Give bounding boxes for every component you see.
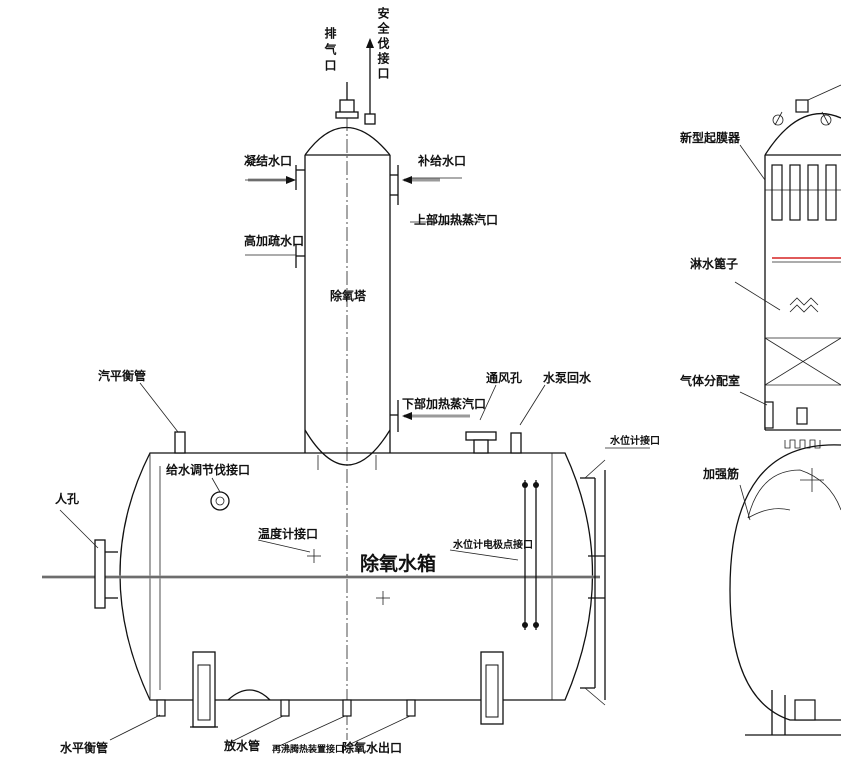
label-new-type-film-device: 新型起膜器: [680, 130, 741, 145]
label-deaerator-tower: 除氧塔: [330, 288, 367, 303]
vent-hole-nozzle: [465, 431, 497, 454]
level-gauge-assembly: [580, 459, 606, 706]
bottom-nozzles: [156, 699, 416, 717]
label-gas-distribution-chamber: 气体分配室: [679, 373, 740, 388]
label-level-electrode-port: 水位计电极点接口: [452, 538, 533, 551]
label-recirculation-heating: 再沸腾热装置接口: [272, 743, 344, 755]
label-manhole: 人孔: [55, 491, 79, 506]
label-makeup-water-inlet: 补给水口: [417, 153, 466, 168]
label-hp-heater-drain: 高加疏水口: [244, 233, 304, 248]
hp-heater-drain-nozzle: [295, 245, 305, 268]
label-spray-packing: 淋水篦子: [690, 256, 738, 271]
lower-heating-steam-nozzle: [390, 400, 470, 432]
side-view-leaders: [734, 144, 781, 521]
label-water-pump-return: 水泵回水: [543, 370, 592, 385]
label-exhaust-port: 排气口: [323, 26, 337, 75]
feedwater-regulating-port: [210, 491, 230, 511]
tank-center-mark: [376, 591, 390, 605]
label-lower-heating-steam: 下部加热蒸汽口: [402, 396, 486, 411]
safety-valve-nozzle: [364, 38, 376, 125]
label-steam-balance-pipe: 汽平衡管: [98, 368, 146, 383]
label-stiffener: 加强筋: [702, 466, 739, 481]
label-safety-valve-port: 安全伐接口: [376, 6, 390, 82]
label-drain-pipe: 放水管: [223, 738, 260, 753]
label-thermometer-port: 温度计接口: [258, 526, 318, 541]
label-feedwater-regulating: 给水调节伐接口: [166, 462, 250, 477]
label-deaerated-water-tank: 除氧水箱: [360, 552, 436, 575]
leader-lines: [59, 177, 650, 749]
label-deaerated-water-outlet: 除氧水出口: [342, 740, 402, 755]
side-view-tank: [729, 444, 841, 736]
label-level-gauge-port: 水位计接口: [609, 434, 660, 447]
side-view-tower: [764, 84, 841, 449]
steam-balance-nozzle: [174, 431, 186, 454]
saddle-left: [190, 651, 218, 728]
manhole-flange: [94, 539, 118, 609]
makeup-water-nozzle: [390, 165, 440, 205]
label-water-balance-pipe: 水平衡管: [60, 740, 108, 755]
water-pump-return-nozzle: [510, 432, 522, 454]
heating-device-bulge: [227, 689, 271, 701]
label-condensate-inlet: 凝结水口: [244, 153, 292, 168]
label-upper-heating-steam: 上部加热蒸汽口: [414, 212, 498, 227]
labels: 排气口 安全伐接口 凝结水口 补给水口 上部加热蒸汽口 高加疏水口 除氧塔 汽平…: [55, 6, 741, 755]
level-electrode-assembly: [522, 480, 539, 630]
label-vent-hole: 通风孔: [486, 370, 522, 385]
saddle-right: [480, 651, 504, 725]
thermometer-mark: [307, 549, 321, 563]
exhaust-nozzle: [335, 82, 359, 119]
condensate-nozzle: [248, 165, 305, 190]
